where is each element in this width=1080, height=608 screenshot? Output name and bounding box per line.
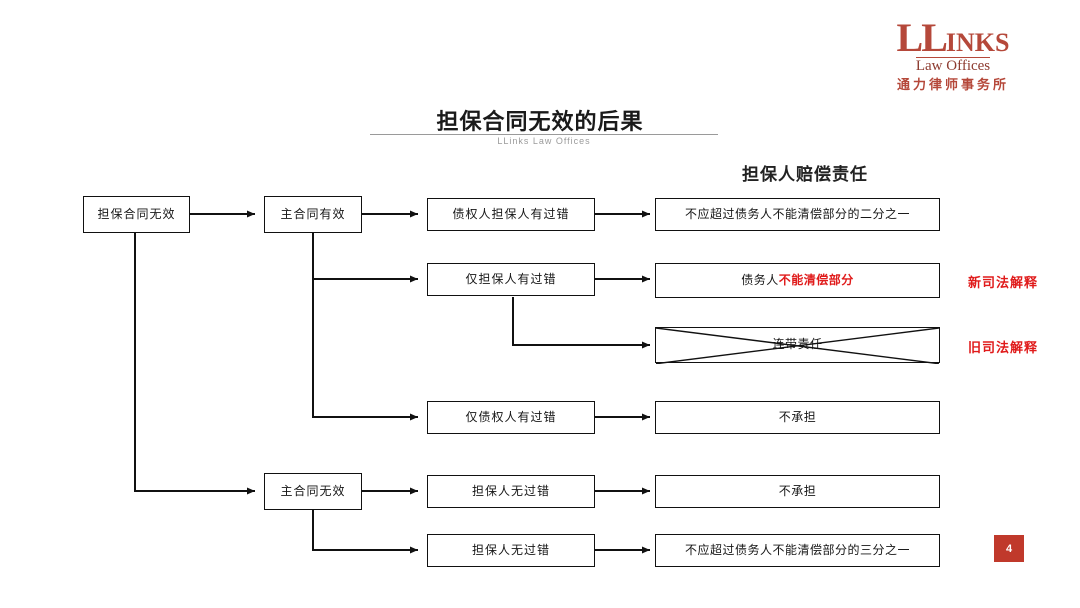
result-no-liability-2[interactable]: 不承担 bbox=[655, 475, 940, 508]
annotation-new-interpretation: 新司法解释 bbox=[968, 276, 1039, 291]
logo-wordmark-ll: LL bbox=[896, 15, 948, 60]
result-debtor-unpaid-portion[interactable]: 债务人不能清偿部分 bbox=[655, 263, 940, 298]
node-main-contract-invalid[interactable]: 主合同无效 bbox=[264, 473, 362, 510]
result-unpaid-prefix: 债务人 bbox=[741, 272, 779, 287]
logo-tagline: Law Offices bbox=[915, 57, 991, 74]
result-joint-liability-struck[interactable]: 连带责任 bbox=[655, 327, 940, 363]
node-guarantor-no-fault-1[interactable]: 担保人无过错 bbox=[427, 475, 595, 508]
annotation-old-interpretation: 旧司法解释 bbox=[968, 341, 1039, 356]
logo-wordmark: LLINKS bbox=[878, 18, 1028, 58]
node-fault-creditor-and-guarantor[interactable]: 债权人担保人有过错 bbox=[427, 198, 595, 231]
llinks-logo: LLINKS Law Offices 通力律师事务所 bbox=[878, 18, 1028, 93]
link-mainvalid-to-fault-guarantor bbox=[312, 233, 418, 283]
node-fault-guarantor-only[interactable]: 仅担保人有过错 bbox=[427, 263, 595, 296]
node-main-contract-valid[interactable]: 主合同有效 bbox=[264, 196, 362, 233]
result-third-of-unpaid[interactable]: 不应超过债务人不能清偿部分的三分之一 bbox=[655, 534, 940, 567]
link-mainvalid-to-fault-creditor bbox=[312, 279, 418, 421]
link-root-to-main-invalid bbox=[134, 232, 255, 495]
node-root[interactable]: 担保合同无效 bbox=[83, 196, 190, 233]
liability-column-heading: 担保人赔偿责任 bbox=[742, 165, 868, 185]
result-half-of-unpaid[interactable]: 不应超过债务人不能清偿部分的二分之一 bbox=[655, 198, 940, 231]
title-divider bbox=[370, 134, 718, 135]
link-faultguarantor-to-result-joint bbox=[512, 297, 650, 349]
strikethrough-x-icon bbox=[656, 328, 939, 364]
node-guarantor-no-fault-2[interactable]: 担保人无过错 bbox=[427, 534, 595, 567]
title-subtitle: LLinks Law Offices bbox=[497, 136, 591, 146]
result-unpaid-highlight: 不能清偿部分 bbox=[778, 272, 854, 287]
node-fault-creditor-only[interactable]: 仅债权人有过错 bbox=[427, 401, 595, 434]
logo-chinese-name: 通力律师事务所 bbox=[896, 78, 1009, 93]
page-title: 担保合同无效的后果 bbox=[436, 110, 644, 135]
result-no-liability-1[interactable]: 不承担 bbox=[655, 401, 940, 434]
link-maininvalid-to-nofault-2 bbox=[312, 510, 418, 554]
logo-wordmark-inks: INKS bbox=[945, 28, 1010, 57]
page-number-badge: 4 bbox=[994, 535, 1024, 562]
